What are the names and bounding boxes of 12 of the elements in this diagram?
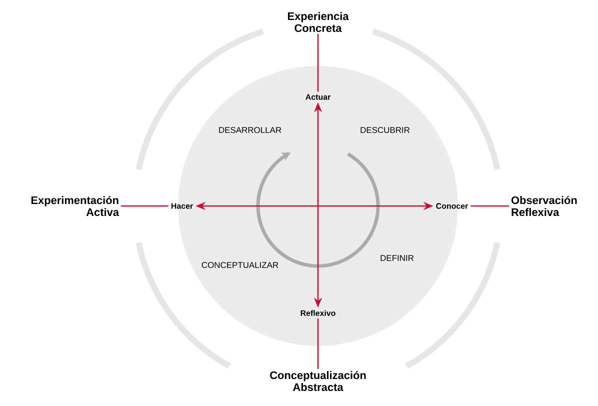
- connector-line: [470, 205, 509, 207]
- connector-line: [121, 205, 168, 207]
- quadrant-label: DEFINIR: [380, 255, 414, 261]
- quadrant-label: DESARROLLAR: [219, 127, 282, 133]
- connector-line: [317, 318, 319, 369]
- stage-label: Conceptualización Abstracta: [270, 370, 366, 392]
- stage-label: Experimentación Activa: [31, 196, 120, 216]
- stage-label: Observación Reflexiva: [511, 196, 577, 216]
- quadrant-label: CONCEPTUALIZAR: [202, 262, 278, 268]
- stage-label: Experiencia Concreta: [288, 12, 349, 32]
- quadrant-label: DESCUBRIR: [360, 127, 410, 133]
- connector-line: [317, 34, 319, 92]
